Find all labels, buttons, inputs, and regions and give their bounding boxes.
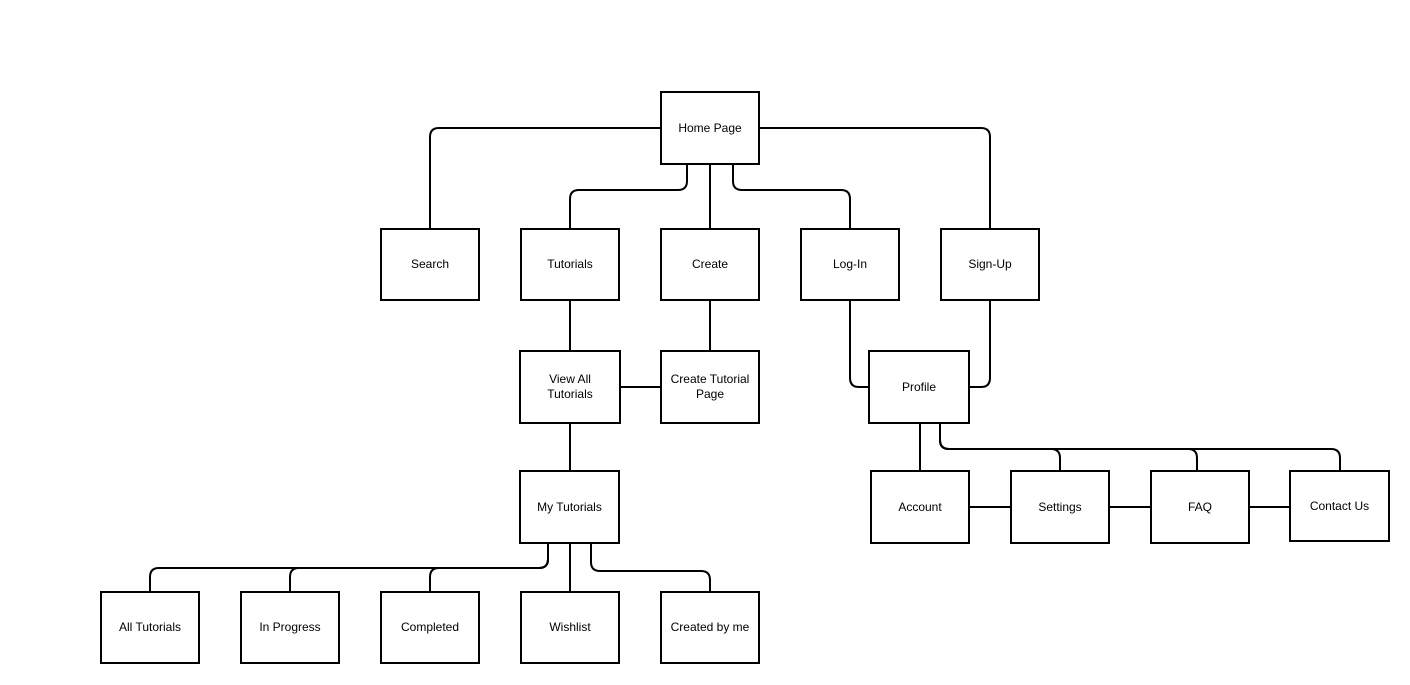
diagram-node-create[interactable]: Create [660, 228, 760, 301]
connector-my-tutorials-to-created [590, 544, 711, 591]
connector-profile-to-settings [939, 424, 1061, 470]
diagram-node-label-profile: Profile [901, 379, 936, 394]
connector-sign-up-to-profile [970, 301, 991, 388]
diagram-node-label-sign-up: Sign-Up [968, 257, 1012, 271]
diagram-node-sign-up[interactable]: Sign-Up [940, 228, 1040, 301]
diagram-node-faq[interactable]: FAQ [1150, 470, 1250, 544]
diagram-node-label-contact-us: Contact Us [1309, 498, 1370, 513]
diagram-node-label-account: Account [898, 499, 942, 514]
diagram-node-log-in[interactable]: Log-In [800, 228, 900, 301]
connector-my-tutorials-to-completed [429, 544, 549, 591]
diagram-node-created-by-me[interactable]: Created by me [660, 591, 760, 664]
diagram-node-label-create: Create [691, 257, 729, 271]
diagram-node-account[interactable]: Account [870, 470, 970, 544]
diagram-node-label-home-page: Home Page [678, 120, 742, 135]
diagram-node-home-page[interactable]: Home Page [660, 91, 760, 165]
connector-home-to-sign-up [760, 127, 991, 228]
diagram-node-label-view-all-tutorials: View All Tutorials [547, 372, 593, 401]
diagram-node-wishlist[interactable]: Wishlist [520, 591, 620, 664]
diagram-node-create-tutorial-page[interactable]: Create Tutorial Page [660, 350, 760, 424]
diagram-node-all-tutorials[interactable]: All Tutorials [100, 591, 200, 664]
diagram-node-label-in-progress: In Progress [259, 620, 321, 634]
diagram-node-label-faq: FAQ [1187, 499, 1212, 514]
diagram-node-label-my-tutorials: My Tutorials [537, 499, 602, 514]
connector-log-in-to-profile [849, 301, 868, 388]
diagram-node-label-create-tutorial-page: Create Tutorial Page [670, 372, 750, 401]
connector-profile-to-faq [939, 424, 1198, 470]
connector-home-to-search [429, 127, 660, 228]
diagram-node-label-created-by-me: Created by me [670, 620, 750, 634]
connector-profile-to-contact-us [939, 424, 1341, 470]
diagram-node-label-settings: Settings [1038, 499, 1082, 514]
connector-home-to-tutorials [569, 165, 688, 228]
diagram-node-in-progress[interactable]: In Progress [240, 591, 340, 664]
diagram-node-label-search: Search [410, 257, 450, 271]
connector-home-to-log-in [732, 165, 851, 228]
diagram-node-tutorials[interactable]: Tutorials [520, 228, 620, 301]
diagram-node-label-wishlist: Wishlist [549, 620, 591, 634]
diagram-node-completed[interactable]: Completed [380, 591, 480, 664]
diagram-node-contact-us[interactable]: Contact Us [1289, 470, 1390, 542]
diagram-node-label-all-tutorials: All Tutorials [118, 620, 182, 634]
diagram-node-label-log-in: Log-In [832, 257, 868, 271]
diagram-node-search[interactable]: Search [380, 228, 480, 301]
diagram-node-profile[interactable]: Profile [868, 350, 970, 424]
diagram-node-view-all-tutorials[interactable]: View All Tutorials [519, 350, 621, 424]
diagram-node-settings[interactable]: Settings [1010, 470, 1110, 544]
diagram-node-label-completed: Completed [400, 620, 460, 634]
diagram-node-my-tutorials[interactable]: My Tutorials [519, 470, 620, 544]
diagram-node-label-tutorials: Tutorials [547, 257, 593, 271]
